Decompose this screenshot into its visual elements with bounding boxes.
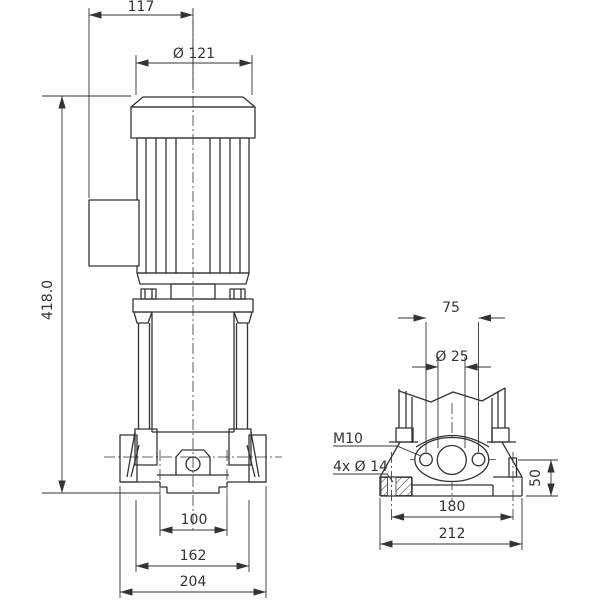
dimension-162: 162 xyxy=(135,500,250,572)
discharge-flange xyxy=(414,436,490,483)
port-bore xyxy=(436,444,467,476)
drain-plug xyxy=(185,456,201,472)
stage-casing xyxy=(137,312,249,433)
rod-nut-left xyxy=(395,427,414,443)
foot-section-hatch-right xyxy=(395,477,412,496)
tie-rod-boss-left xyxy=(134,428,158,466)
dim-204-label: 204 xyxy=(180,574,207,590)
motor-flange xyxy=(136,272,250,285)
casing-arch xyxy=(415,434,490,448)
dim-overall-height-label: 418.0 xyxy=(40,280,56,320)
dim-212-label: 212 xyxy=(439,526,466,542)
broken-casing xyxy=(395,387,510,443)
rod-nut-right xyxy=(491,427,510,443)
tie-rod-boss-right xyxy=(228,428,252,466)
flange-bolt-hole-right xyxy=(471,452,486,467)
dimension-75: 75 xyxy=(398,300,505,452)
dimension-117: 117 xyxy=(88,0,194,198)
front-view: M10 4x Ø 14 75 Ø 25 50 xyxy=(333,300,558,550)
label-foot-holes: 4x Ø 14 xyxy=(333,459,388,475)
dimension-100: 100 xyxy=(159,498,228,536)
flange-oval xyxy=(414,436,490,483)
dimension-overall-height: 418.0 xyxy=(40,95,160,494)
dim-motor-diameter-label: Ø 121 xyxy=(173,46,215,62)
coupling-section xyxy=(132,283,254,324)
dim-180-label: 180 xyxy=(439,499,466,515)
dimension-motor-diameter: Ø 121 xyxy=(135,46,253,95)
head-boss-right xyxy=(233,311,253,324)
break-line xyxy=(398,387,506,403)
label-flange-thread: M10 xyxy=(333,431,363,447)
leader-foot-holes: 4x Ø 14 xyxy=(333,459,394,483)
dimension-port-diameter: Ø 25 xyxy=(412,349,491,448)
dimension-180: 180 xyxy=(391,499,513,521)
dimension-50: 50 xyxy=(518,459,558,497)
dim-75-label: 75 xyxy=(442,300,460,316)
bolt-right xyxy=(229,288,246,300)
head-boss-left xyxy=(133,311,153,324)
bolt-left xyxy=(140,288,157,300)
side-view: 117 Ø 121 418.0 100 162 xyxy=(40,0,282,598)
dim-100-label: 100 xyxy=(181,512,208,528)
dimension-204: 204 xyxy=(119,486,267,598)
flange-bolt-hole-left xyxy=(419,452,433,467)
base-foot-profile xyxy=(159,482,228,494)
tie-rods xyxy=(137,323,249,429)
terminal-box xyxy=(88,199,140,267)
side-foot-tab xyxy=(508,457,518,478)
pump-head-plate xyxy=(132,298,254,313)
foot-section-hatch-left xyxy=(380,477,388,496)
leader-thread: M10 xyxy=(333,431,422,457)
dimension-212: 212 xyxy=(379,498,523,550)
dim-50-label: 50 xyxy=(528,469,544,487)
dim-port-diameter-label: Ø 25 xyxy=(435,349,468,365)
dim-162-label: 162 xyxy=(180,548,207,564)
motor xyxy=(88,96,256,285)
front-base xyxy=(379,434,523,497)
pump-base xyxy=(119,428,267,494)
dim-117-label: 117 xyxy=(128,0,155,15)
